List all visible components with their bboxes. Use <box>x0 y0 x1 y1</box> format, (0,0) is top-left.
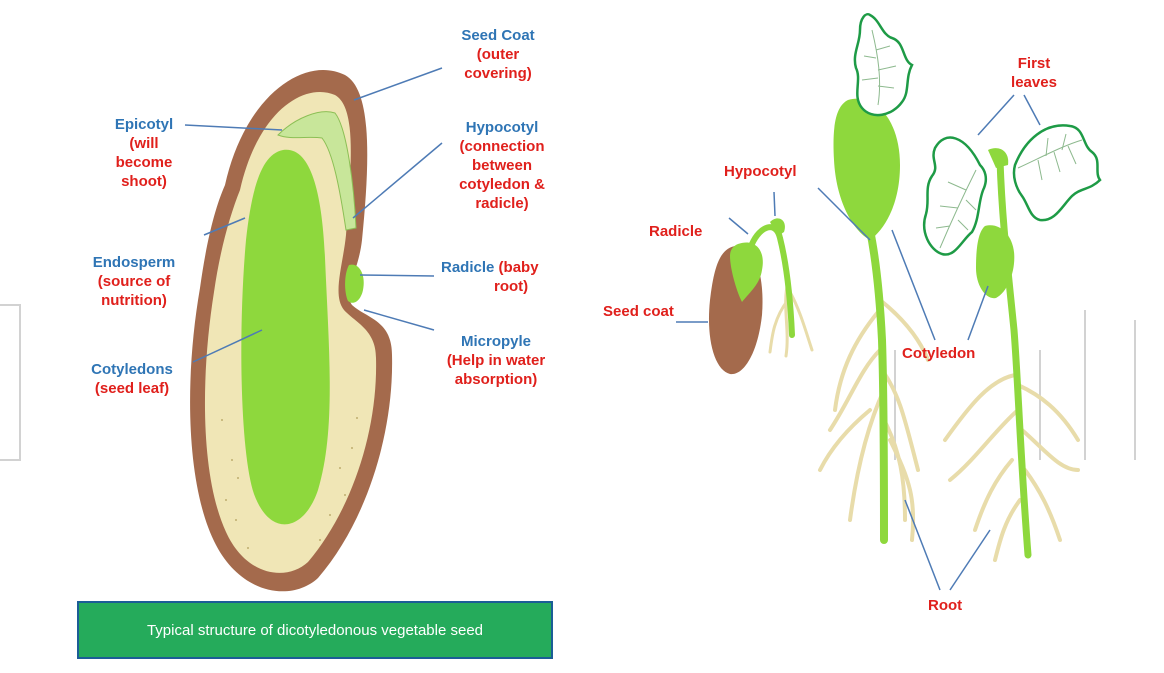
cotyledon-shape <box>241 150 329 525</box>
seed-illustration <box>190 70 392 591</box>
label-radicle-desc-2: root) <box>441 277 561 296</box>
label-first-leaves-2: leaves <box>1000 73 1068 92</box>
stage3-roots <box>945 375 1078 560</box>
label-cotyledons-title: Cotyledons <box>74 360 190 379</box>
leader-root-a <box>905 500 940 590</box>
label-epicotyl-desc-3: shoot) <box>96 172 192 191</box>
leader-radicle <box>360 275 434 276</box>
label-radicle-germination: Radicle <box>649 222 702 241</box>
label-hypocotyl-germination: Hypocotyl <box>724 162 797 181</box>
stage2-stem <box>870 230 884 540</box>
label-hypocotyl-title: Hypocotyl <box>434 118 570 137</box>
label-seed-coat: Seed Coat (outer covering) <box>440 26 556 83</box>
label-first-leaves: First leaves <box>1000 54 1068 92</box>
stage2-roots <box>820 300 928 540</box>
label-epicotyl-desc-2: become <box>96 153 192 172</box>
caption-text: Typical structure of dicotyledonous vege… <box>147 622 483 639</box>
label-hypocotyl: Hypocotyl (connection between cotyledon … <box>434 118 570 213</box>
leader-first-leaves-a <box>978 95 1014 135</box>
leader-cotyledon-a <box>892 230 935 340</box>
label-hypocotyl-desc-1: (connection <box>434 137 570 156</box>
stage3-stem <box>1000 160 1028 555</box>
leader-hypocotyl-2a <box>774 192 775 216</box>
germination-stage-1 <box>709 218 812 374</box>
leader-seed-coat <box>354 68 442 100</box>
label-radicle-title: Radicle <box>441 259 494 276</box>
germination-stage-3 <box>924 125 1100 560</box>
stage3-left-leaf <box>924 138 986 255</box>
label-hypocotyl-desc-2: between <box>434 156 570 175</box>
label-first-leaves-1: First <box>1000 54 1068 73</box>
label-micropyle-desc-1: (Help in water <box>434 351 558 370</box>
label-seed-coat-desc-1: (outer <box>440 45 556 64</box>
stage3-right-leaf <box>1014 125 1100 220</box>
label-cotyledons-desc: (seed leaf) <box>74 379 190 398</box>
stage2-cotyledon <box>834 99 900 240</box>
label-radicle-desc-1: (baby <box>499 259 539 276</box>
label-seed-coat-desc-2: covering) <box>440 64 556 83</box>
caption-box: Typical structure of dicotyledonous vege… <box>77 601 553 659</box>
label-endosperm-title: Endosperm <box>70 253 198 272</box>
label-cotyledon-germination: Cotyledon <box>902 344 975 363</box>
stage3-stem-base <box>988 148 1008 168</box>
label-endosperm: Endosperm (source of nutrition) <box>70 253 198 310</box>
label-micropyle: Micropyle (Help in water absorption) <box>434 332 558 389</box>
label-seed-coat-germination: Seed coat <box>603 302 674 321</box>
label-epicotyl-desc-1: (will <box>96 134 192 153</box>
label-hypocotyl-desc-3: cotyledon & <box>434 175 570 194</box>
leader-root-b <box>950 530 990 590</box>
label-hypocotyl-desc-4: radicle) <box>434 194 570 213</box>
label-micropyle-title: Micropyle <box>434 332 558 351</box>
label-seed-coat-title: Seed Coat <box>440 26 556 45</box>
label-endosperm-desc-2: nutrition) <box>70 291 198 310</box>
stage2-leaf <box>855 14 912 115</box>
label-radicle: Radicle (baby root) <box>441 258 561 296</box>
label-cotyledons: Cotyledons (seed leaf) <box>74 360 190 398</box>
germination-illustration <box>709 14 1100 560</box>
label-epicotyl-title: Epicotyl <box>96 115 192 134</box>
label-epicotyl: Epicotyl (will become shoot) <box>96 115 192 191</box>
label-endosperm-desc-1: (source of <box>70 272 198 291</box>
leader-radicle-2 <box>729 218 748 234</box>
leader-first-leaves-b <box>1024 95 1040 125</box>
germination-stage-2 <box>820 14 928 540</box>
label-root: Root <box>928 596 962 615</box>
radicle-shape <box>345 265 364 303</box>
label-micropyle-desc-2: absorption) <box>434 370 558 389</box>
leader-cotyledon-b <box>968 286 988 340</box>
